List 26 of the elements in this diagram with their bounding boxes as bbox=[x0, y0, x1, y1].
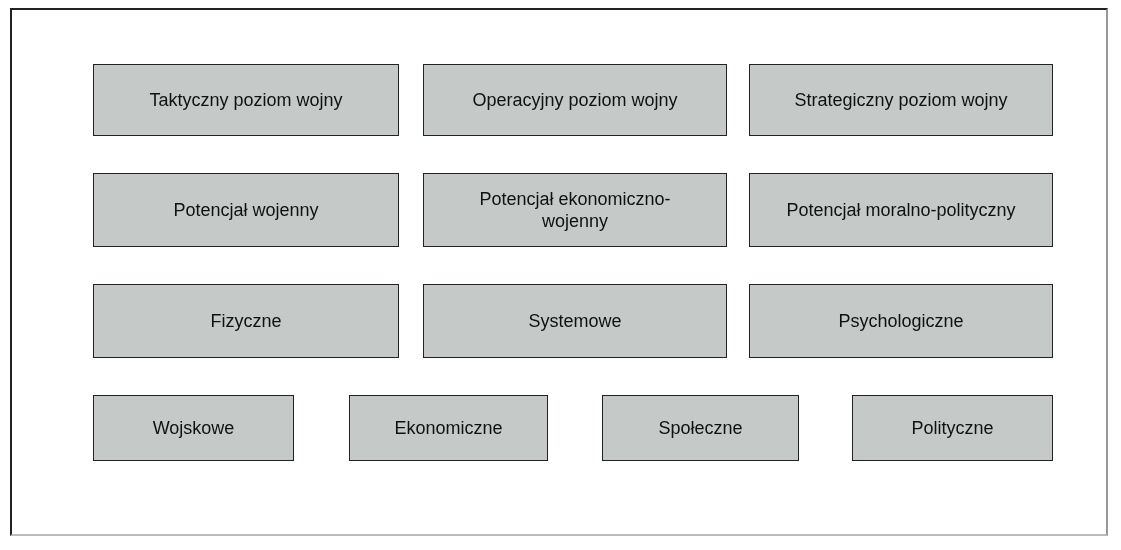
category-box bbox=[93, 284, 399, 358]
box-label: Strategiczny poziom wojny bbox=[793, 88, 1009, 112]
box-label: Potencjał ekonomiczno-wojenny bbox=[478, 187, 672, 233]
category-box bbox=[93, 395, 294, 461]
box-label: Społeczne bbox=[657, 416, 744, 440]
category-box bbox=[749, 284, 1053, 358]
box-label: Systemowe bbox=[527, 309, 623, 333]
category-box bbox=[93, 64, 399, 136]
category-box bbox=[852, 395, 1053, 461]
category-box bbox=[749, 64, 1053, 136]
box-label: Wojskowe bbox=[151, 416, 236, 440]
box-label: Fizyczne bbox=[209, 309, 283, 333]
box-label: Taktyczny poziom wojny bbox=[148, 88, 344, 112]
category-box bbox=[93, 173, 399, 247]
box-label: Potencjał wojenny bbox=[172, 198, 320, 222]
box-label: Psychologiczne bbox=[837, 309, 965, 333]
category-box bbox=[602, 395, 799, 461]
box-label: Ekonomiczne bbox=[393, 416, 504, 440]
box-label: Operacyjny poziom wojny bbox=[471, 88, 679, 112]
category-box bbox=[423, 64, 727, 136]
category-box bbox=[349, 395, 548, 461]
box-label: Polityczne bbox=[910, 416, 995, 440]
box-label: Potencjał moralno-polityczny bbox=[785, 198, 1017, 222]
category-box bbox=[423, 284, 727, 358]
category-box bbox=[749, 173, 1053, 247]
category-box bbox=[423, 173, 727, 247]
